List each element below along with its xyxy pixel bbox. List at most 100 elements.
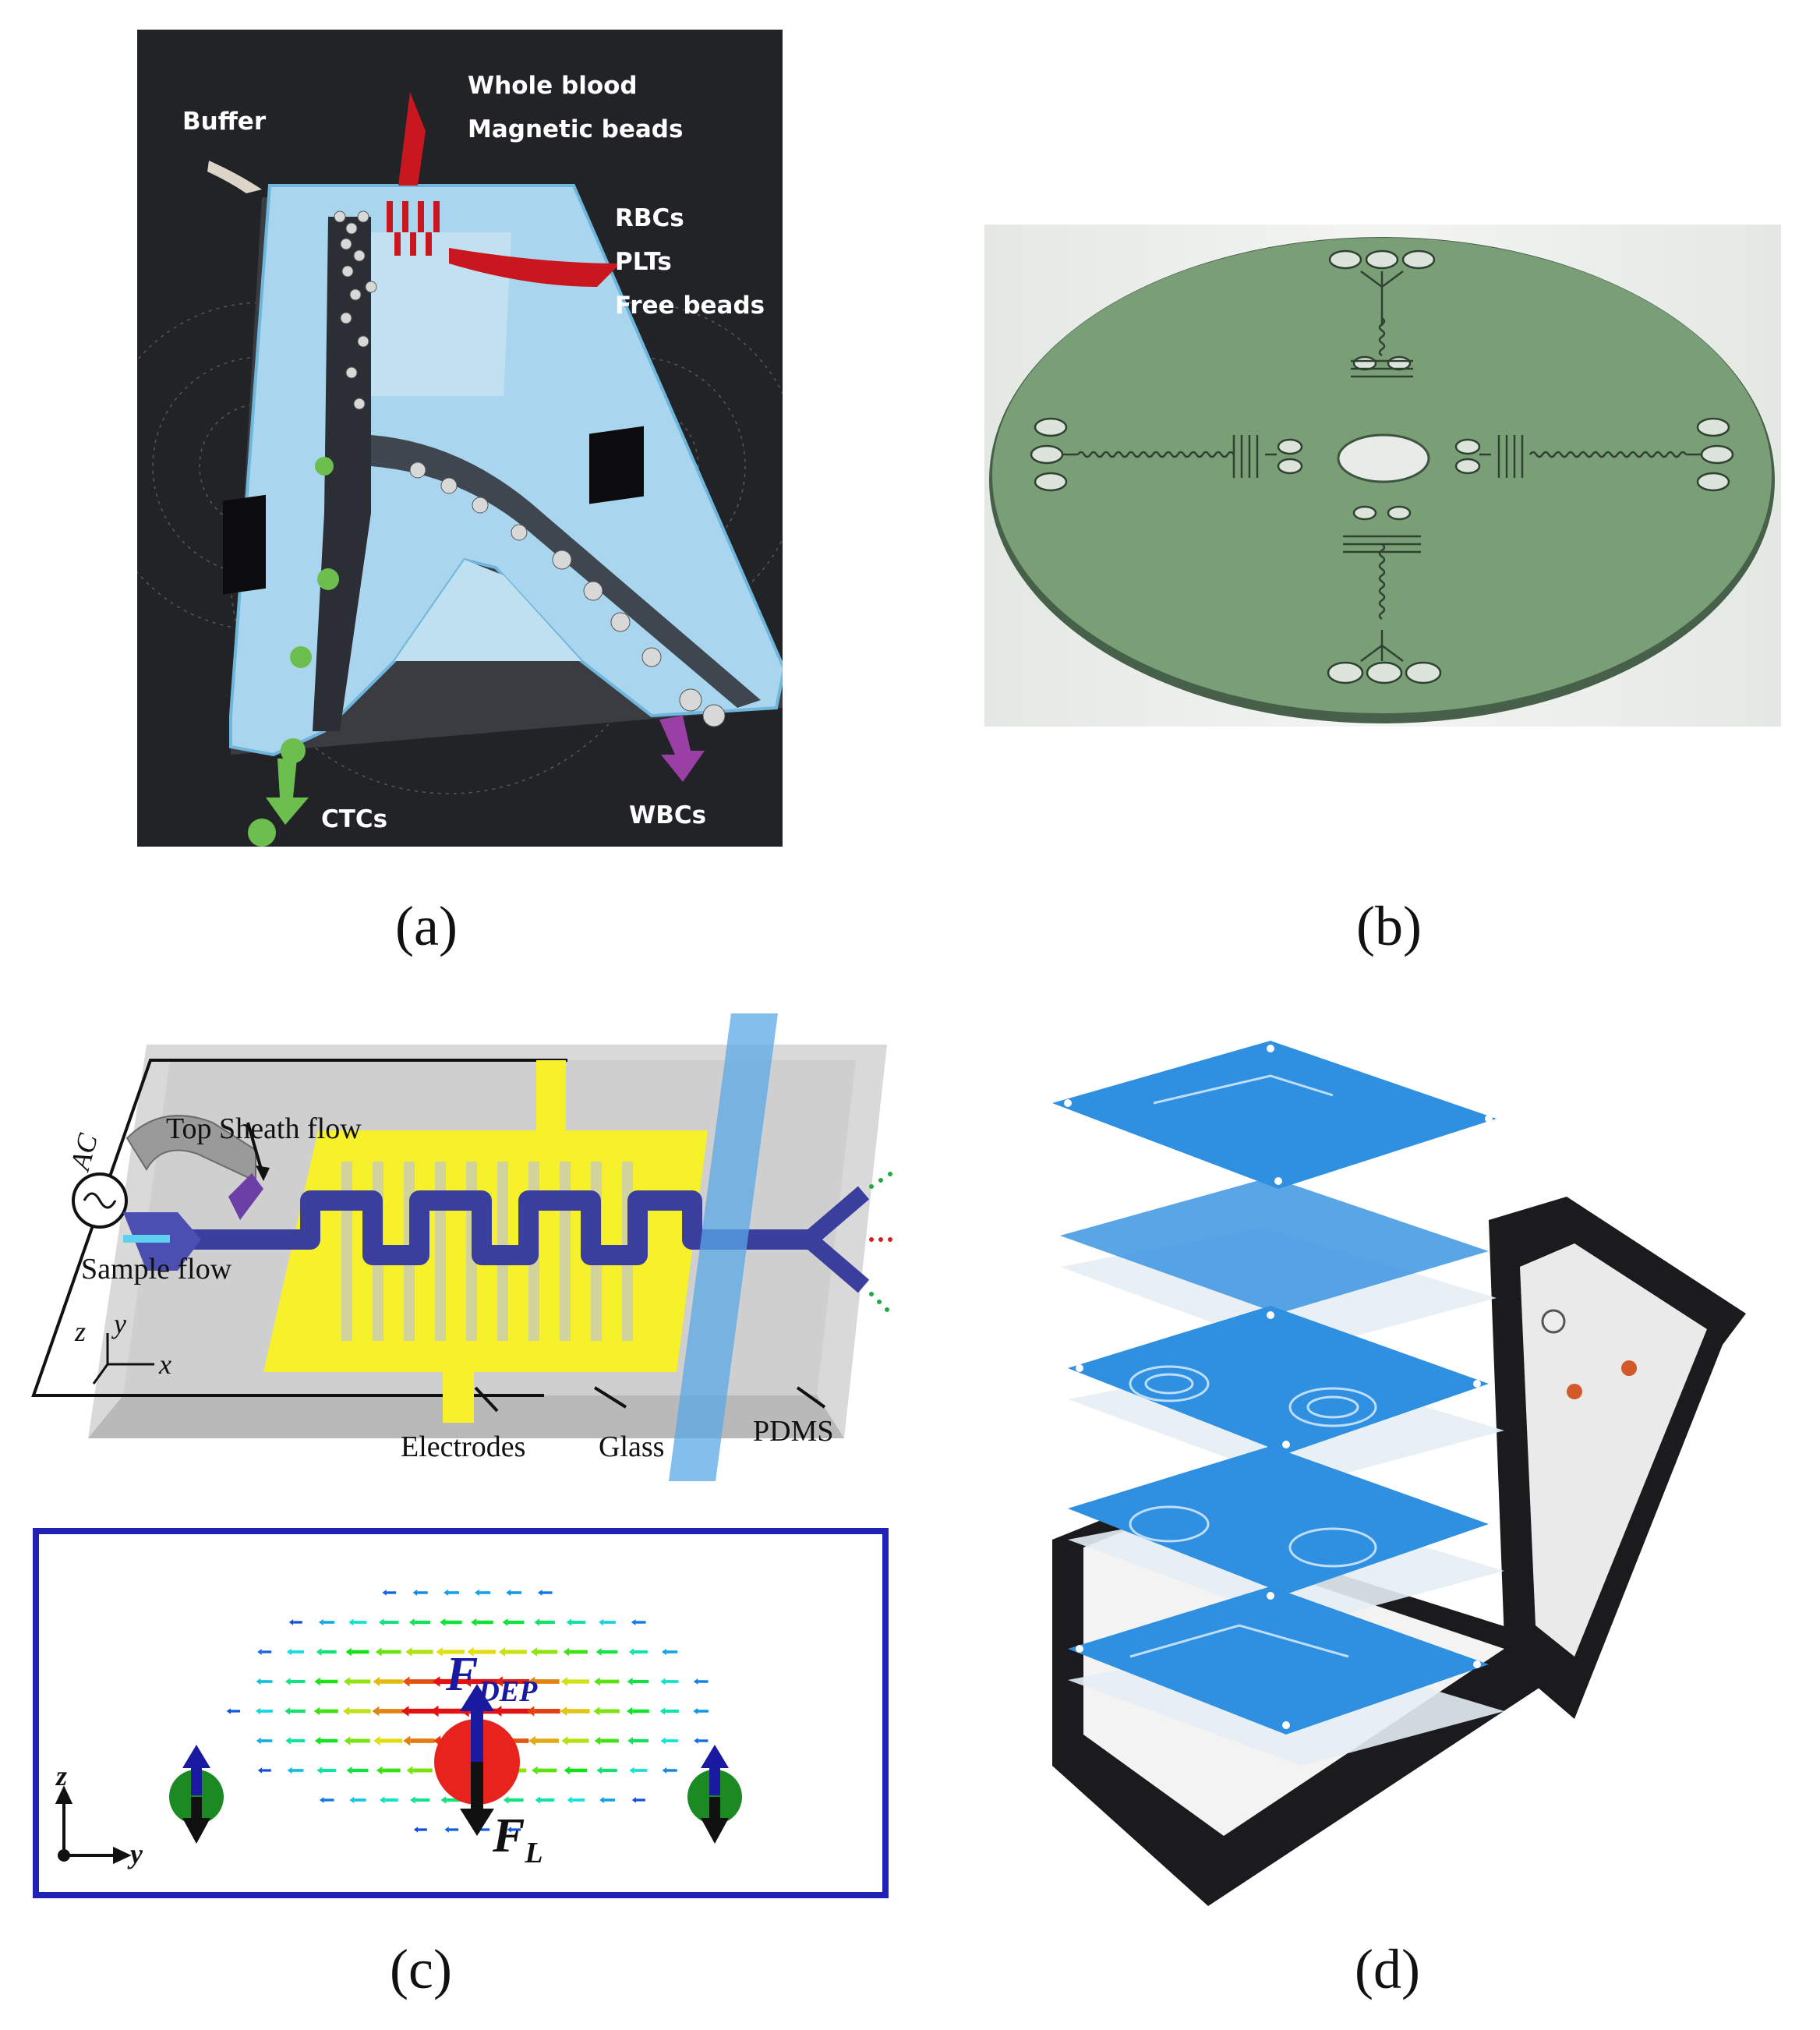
label-axis2-y: y (127, 1838, 143, 1869)
velocity-arrow-head (659, 1707, 666, 1715)
velocity-arrow-head (403, 1735, 411, 1746)
velocity-arrow-head (348, 1618, 354, 1626)
velocity-arrow-head (595, 1648, 602, 1656)
velocity-arrow-head (430, 1705, 439, 1717)
label-pdms: PDMS (753, 1415, 834, 1448)
velocity-arrow-head (475, 1589, 479, 1597)
center-hole (1337, 433, 1430, 483)
velocity-arrow-head (257, 1767, 263, 1774)
velocity-arrow-head (343, 1677, 350, 1686)
velocity-arrow-head (373, 1736, 380, 1745)
velocity-arrow-head (629, 1767, 634, 1774)
velocity-arrow-head (373, 1676, 380, 1687)
velocity-arrow-head (507, 1827, 511, 1833)
velocity-arrow-head (343, 1706, 350, 1716)
velocity-arrow-head (528, 1735, 535, 1746)
velocity-arrow-head (285, 1737, 291, 1745)
velocity-arrow-head (471, 1618, 477, 1627)
velocity-arrow-head (627, 1706, 633, 1716)
velocity-arrow-head (566, 1618, 572, 1626)
velocity-arrow-head (596, 1767, 603, 1774)
velocity-arrow-head (256, 1678, 261, 1685)
panel-c-flowfield: FDEP FL z y (33, 1528, 889, 1898)
velocity-arrow-head (495, 1676, 503, 1687)
label-top-sheath-flow: Top Sheath flow (166, 1112, 362, 1145)
velocity-arrow-head (375, 1647, 382, 1657)
velocity-arrow-head (284, 1707, 291, 1715)
force-l-symbol: F (492, 1809, 525, 1862)
label-electrodes: Electrodes (401, 1431, 525, 1463)
force-dep-symbol: F (445, 1648, 478, 1701)
caption-b: (b) (1356, 895, 1422, 957)
velocity-arrow-head (564, 1766, 570, 1775)
velocity-arrow-head (314, 1736, 321, 1745)
velocity-arrow-head (599, 1618, 604, 1626)
label-axis2-z: z (55, 1760, 67, 1791)
label-sample-flow: Sample flow (81, 1253, 232, 1286)
velocity-arrow-head (286, 1648, 292, 1656)
velocity-arrow-head (532, 1766, 538, 1775)
panel-a: Buffer Whole blood Magnetic beads RBCs P… (97, 30, 800, 847)
velocity-arrow-head (376, 1766, 383, 1775)
velocity-arrow-head (318, 1618, 323, 1626)
velocity-arrow-head (563, 1647, 570, 1657)
buffer-inlet-arrow (207, 161, 262, 193)
label-whole-blood: Whole blood (468, 72, 638, 100)
velocity-arrow-head (440, 1796, 447, 1804)
velocity-arrow-head (314, 1677, 320, 1686)
velocity-arrow-head (410, 1796, 415, 1804)
velocity-arrow-head (345, 1647, 352, 1657)
velocity-arrow-head (593, 1706, 600, 1716)
force-dep-subscript: DEP (477, 1675, 538, 1708)
velocity-arrow-head (444, 1827, 449, 1833)
velocity-arrow-head (402, 1676, 410, 1687)
velocity-arrow-head (319, 1797, 324, 1803)
red-outlet-arrow (449, 248, 620, 287)
velocity-arrow-head (560, 1677, 568, 1686)
magnet-left (223, 494, 266, 595)
velocity-arrow-head (405, 1647, 412, 1657)
velocity-arrow-head (537, 1590, 542, 1596)
whole-blood-inlet-arrow (398, 92, 426, 186)
velocity-arrow-head (378, 1618, 384, 1626)
label-force-dep: FDEP (445, 1648, 538, 1708)
velocity-arrow-head (413, 1827, 419, 1833)
velocity-arrow-head (506, 1589, 511, 1597)
velocity-arrow-head (528, 1676, 535, 1687)
caption-a: (a) (395, 895, 458, 957)
label-plts: PLTs (615, 248, 672, 276)
layer-4 (1068, 1446, 1489, 1594)
velocity-arrow-head (693, 1678, 698, 1685)
layer-5 (1068, 1586, 1489, 1735)
velocity-arrow-head (401, 1706, 409, 1717)
velocity-arrow-head (599, 1796, 604, 1804)
velocity-arrow-head (467, 1647, 474, 1657)
velocity-arrow-head (561, 1736, 568, 1745)
velocity-arrow-head (372, 1706, 380, 1717)
panel-a-illustration: Buffer Whole blood Magnetic beads RBCs P… (97, 30, 800, 847)
velocity-arrow-head (440, 1618, 446, 1626)
velocity-arrow-head (631, 1797, 637, 1803)
label-axis-x: x (158, 1349, 171, 1380)
velocity-arrow-head (662, 1648, 666, 1656)
velocity-arrow-head (628, 1648, 634, 1656)
velocity-arrow-head (408, 1618, 415, 1626)
velocity-arrow-head (567, 1796, 572, 1804)
wbc-outlet-arrow (659, 716, 705, 782)
velocity-arrow-head (594, 1736, 601, 1745)
velocity-arrow-head (349, 1796, 355, 1804)
velocity-arrow-head (694, 1738, 698, 1744)
label-axis-z: z (74, 1316, 86, 1347)
velocity-arrow-head (287, 1767, 292, 1774)
velocity-arrow-head (436, 1647, 443, 1657)
panel-c-device-illustration: AC Top Sheath flow Sample flow Electrode… (31, 1013, 892, 1481)
label-ctcs: CTCs (321, 805, 387, 833)
velocity-arrow-head (257, 1649, 262, 1655)
velocity-arrow-head (313, 1706, 320, 1716)
layer-1 (1052, 1041, 1497, 1189)
velocity-arrow-head (406, 1766, 413, 1775)
panel-c-device: AC Top Sheath flow Sample flow Electrode… (30, 1013, 893, 1481)
velocity-arrow-head (662, 1767, 667, 1774)
velocity-arrow-head (344, 1736, 351, 1745)
ac-circuit-wire (31, 1059, 567, 1397)
